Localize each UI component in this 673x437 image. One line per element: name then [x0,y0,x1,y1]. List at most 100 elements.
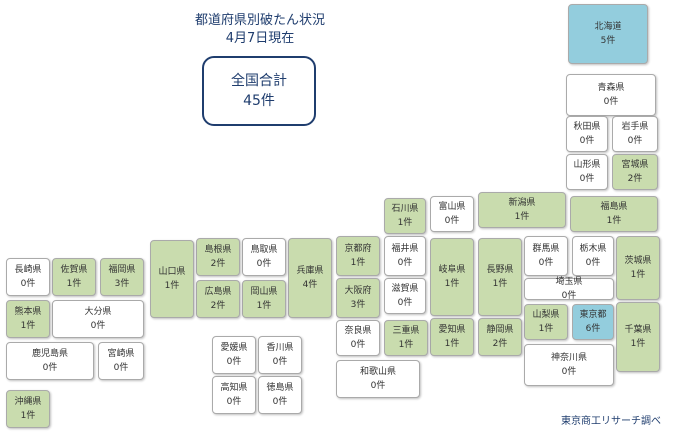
prefecture-count: 1件 [444,279,460,289]
prefecture-count: 0件 [585,258,601,268]
prefecture-count: 1件 [630,339,646,349]
prefecture-name: 北海道 [594,22,622,32]
prefecture-count: 1件 [444,339,460,349]
prefecture-name: 高知県 [220,383,248,393]
prefecture-miyagi: 宮城県 2件 [612,154,658,190]
prefecture-name: 滋賀県 [391,284,419,294]
prefecture-name: 山梨県 [532,310,560,320]
prefecture-name: 福島県 [600,202,628,212]
prefecture-name: 徳島県 [266,383,294,393]
prefecture-count: 0件 [272,397,288,407]
prefecture-name: 沖縄県 [14,397,42,407]
prefecture-name: 秋田県 [573,122,601,132]
prefecture-name: 青森県 [597,83,625,93]
prefecture-name: 鳥取県 [250,245,278,255]
prefecture-count: 0件 [561,291,577,301]
prefecture-hokkaido: 北海道 5件 [568,4,648,64]
prefecture-count: 0件 [579,136,595,146]
prefecture-ishikawa: 石川県 1件 [384,198,426,234]
prefecture-count: 1件 [350,258,366,268]
prefecture-count: 0件 [397,258,413,268]
prefecture-count: 0件 [20,279,36,289]
chart-title: 都道府県別破たん状況 4月7日現在 [170,12,350,48]
prefecture-name: 静岡県 [486,325,514,335]
prefecture-name: 奈良県 [344,326,372,336]
prefecture-name: 千葉県 [624,325,652,335]
prefecture-count: 0件 [370,381,386,391]
prefecture-name: 福井県 [391,244,419,254]
prefecture-count: 0件 [256,259,272,269]
prefecture-count: 0件 [42,363,58,373]
prefecture-name: 東京都 [579,310,607,320]
prefecture-count: 2件 [210,259,226,269]
prefecture-name: 福岡県 [108,265,136,275]
prefecture-name: 香川県 [266,343,294,353]
prefecture-count: 1件 [256,301,272,311]
prefecture-name: 愛媛県 [220,343,248,353]
prefecture-name: 栃木県 [579,244,607,254]
prefecture-shizuoka: 静岡県 2件 [478,318,522,356]
prefecture-count: 0件 [561,367,577,377]
prefecture-shiga: 滋賀県 0件 [384,278,426,314]
prefecture-tottori: 鳥取県 0件 [242,238,286,276]
prefecture-name: 宮城県 [621,160,649,170]
prefecture-fukui: 福井県 0件 [384,236,426,276]
prefecture-kanagawa: 神奈川県 0件 [524,344,614,386]
prefecture-name: 山口県 [158,267,186,277]
title-line-2: 4月7日現在 [225,31,295,46]
prefecture-tokushima: 徳島県 0件 [258,376,302,414]
prefecture-count: 2件 [492,339,508,349]
prefecture-count: 0件 [272,357,288,367]
prefecture-name: 三重県 [392,326,420,336]
prefecture-name: 鹿児島県 [31,349,68,359]
prefecture-count: 0件 [226,357,242,367]
prefecture-okinawa: 沖縄県 1件 [6,390,50,428]
prefecture-count: 1件 [397,218,413,228]
prefecture-name: 岐阜県 [438,265,466,275]
prefecture-name: 長崎県 [14,265,42,275]
prefecture-name: 新潟県 [508,198,536,208]
total-value: 45件 [243,93,275,109]
prefecture-aomori: 青森県 0件 [566,74,656,116]
prefecture-count: 1件 [20,411,36,421]
prefecture-name: 石川県 [391,204,419,214]
prefecture-count: 0件 [226,397,242,407]
prefecture-name: 神奈川県 [550,353,587,363]
prefecture-name: 山形県 [573,160,601,170]
source-note: 東京商工リサーチ調べ [561,416,661,427]
prefecture-name: 長野県 [486,265,514,275]
prefecture-count: 1件 [66,279,82,289]
national-total-box: 全国合計 45件 [202,56,316,126]
prefecture-count: 5件 [600,36,616,46]
prefecture-akita: 秋田県 0件 [566,116,608,152]
prefecture-count: 0件 [627,136,643,146]
prefecture-count: 1件 [630,270,646,280]
prefecture-count: 1件 [538,324,554,334]
prefecture-count: 0件 [603,97,619,107]
prefecture-count: 0件 [90,321,106,331]
prefecture-count: 2件 [627,174,643,184]
prefecture-chiba: 千葉県 1件 [616,302,660,372]
prefecture-name: 熊本県 [14,307,42,317]
prefecture-count: 0件 [397,298,413,308]
prefecture-count: 4件 [302,280,318,290]
prefecture-name: 愛知県 [438,325,466,335]
